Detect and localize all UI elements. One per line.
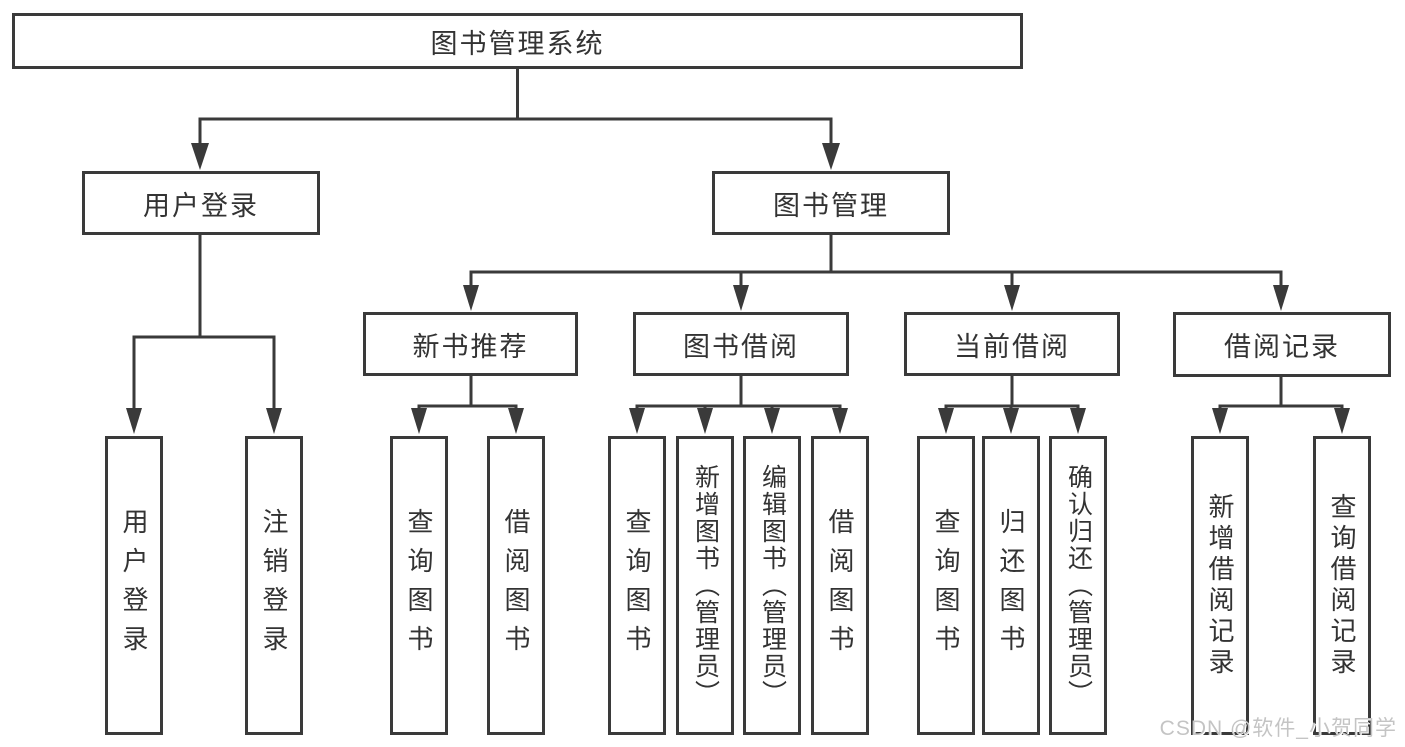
leaf-query-books-borrow: 查询图书 [608, 436, 666, 735]
leaf-query-books-recommend: 查询图书 [390, 436, 448, 735]
leaf-query-borrow-record: 查询借阅记录 [1313, 436, 1371, 735]
leaf-add-borrow-record: 新增借阅记录 [1191, 436, 1249, 735]
node-borrow-records: 借阅记录 [1173, 312, 1391, 377]
leaf-user-login: 用户登录 [105, 436, 163, 735]
node-book-management: 图书管理 [712, 171, 950, 235]
leaf-return-book: 归还图书 [982, 436, 1040, 735]
node-user-login: 用户登录 [82, 171, 320, 235]
node-root-label: 图书管理系统 [430, 28, 605, 59]
node-current-borrow: 当前借阅 [904, 312, 1120, 376]
leaf-query-books-current: 查询图书 [917, 436, 975, 735]
node-new-book-recommend: 新书推荐 [363, 312, 578, 376]
watermark: CSDN @软件_小贺同学 [1159, 717, 1397, 740]
leaf-logout: 注销登录 [245, 436, 303, 735]
leaf-confirm-return-admin: 确认归还（管理员） [1049, 436, 1107, 735]
node-user-login-label: 用户登录 [143, 190, 259, 221]
node-book-management-label: 图书管理 [773, 190, 889, 221]
node-current-borrow-label: 当前借阅 [954, 331, 1070, 362]
leaf-borrow-books-recommend: 借阅图书 [487, 436, 545, 735]
leaf-edit-book-admin: 编辑图书（管理员） [743, 436, 801, 735]
node-root: 图书管理系统 [12, 13, 1023, 69]
node-book-borrow: 图书借阅 [633, 312, 849, 376]
node-new-book-recommend-label: 新书推荐 [412, 331, 529, 362]
leaf-borrow-books: 借阅图书 [811, 436, 869, 735]
node-borrow-records-label: 借阅记录 [1224, 332, 1340, 362]
arrowhead-icons [126, 143, 1350, 434]
leaf-add-book-admin: 新增图书（管理员） [676, 436, 734, 735]
node-book-borrow-label: 图书借阅 [683, 331, 799, 362]
